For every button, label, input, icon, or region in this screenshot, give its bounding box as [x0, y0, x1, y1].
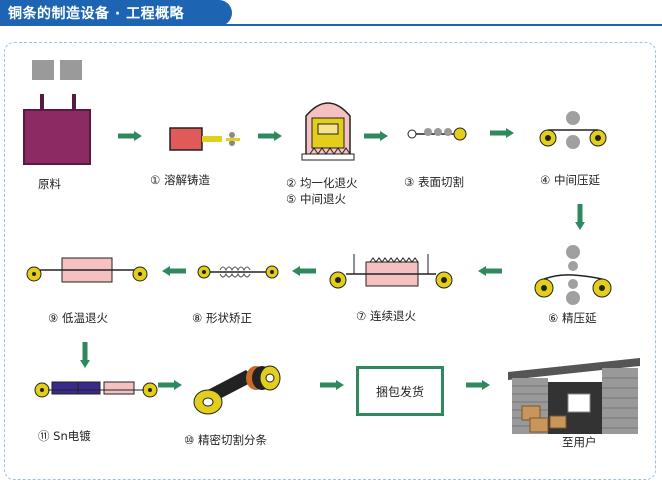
finish-rolling-icon: [534, 245, 612, 305]
arrow-s7-to-s8: [292, 266, 316, 276]
title-underline: [0, 24, 662, 26]
arrow-s4-to-s6: [575, 204, 585, 230]
label-step3: ③ 表面切割: [404, 175, 464, 189]
arrow-ship-to-user: [466, 380, 490, 390]
arrow-s10-to-ship: [320, 380, 344, 390]
label-raw: 原料: [38, 177, 61, 191]
packing-shipping-box: 捆包发货: [356, 366, 444, 416]
label-step4: ④ 中间压延: [540, 173, 600, 187]
label-step10: ⑩ 精密切割分条: [184, 433, 267, 447]
sn-plating-icon: [34, 381, 158, 398]
label-step1: ① 溶解铸造: [150, 173, 210, 187]
intermediate-rolling-icon: [539, 111, 607, 149]
label-step7: ⑦ 连续退火: [356, 309, 416, 323]
surface-cutting-icon: [407, 127, 467, 141]
label-step5: ⑤ 中间退火: [286, 192, 346, 206]
arrow-s9-to-s11: [80, 342, 90, 368]
arrow-raw-to-s1: [118, 131, 142, 141]
arrow-s3-to-s4: [490, 128, 514, 138]
low-temp-annealing-icon: [26, 257, 148, 283]
diagram-panel: [4, 42, 656, 480]
slitting-icon: [193, 365, 281, 415]
label-step9: ⑨ 低温退火: [48, 311, 108, 325]
arrow-s8-to-s9: [162, 266, 186, 276]
shape-correction-icon: [197, 265, 279, 279]
page-title: 铜条的制造设备 · 工程概略: [8, 6, 185, 22]
arrow-s6-to-s7: [478, 266, 502, 276]
arrow-s11-to-s10: [158, 380, 182, 390]
annealing-furnace-icon: [301, 102, 355, 161]
arrow-s1-to-s2: [258, 131, 282, 141]
continuous-annealing-icon: [329, 254, 453, 289]
label-step6: ⑥ 精压延: [548, 311, 597, 325]
melting-casting-icon: [169, 127, 240, 151]
label-step11: ⑪ Sn电镀: [38, 429, 91, 443]
arrow-s2-to-s3: [364, 131, 388, 141]
label-step2: ② 均一化退火: [286, 176, 358, 190]
warehouse-icon: [508, 358, 640, 434]
raw-material-icon: [23, 60, 91, 165]
label-user: 至用户: [562, 435, 597, 449]
title-bar: 铜条的制造设备 · 工程概略: [0, 0, 232, 26]
label-step8: ⑧ 形状矫正: [192, 311, 252, 325]
